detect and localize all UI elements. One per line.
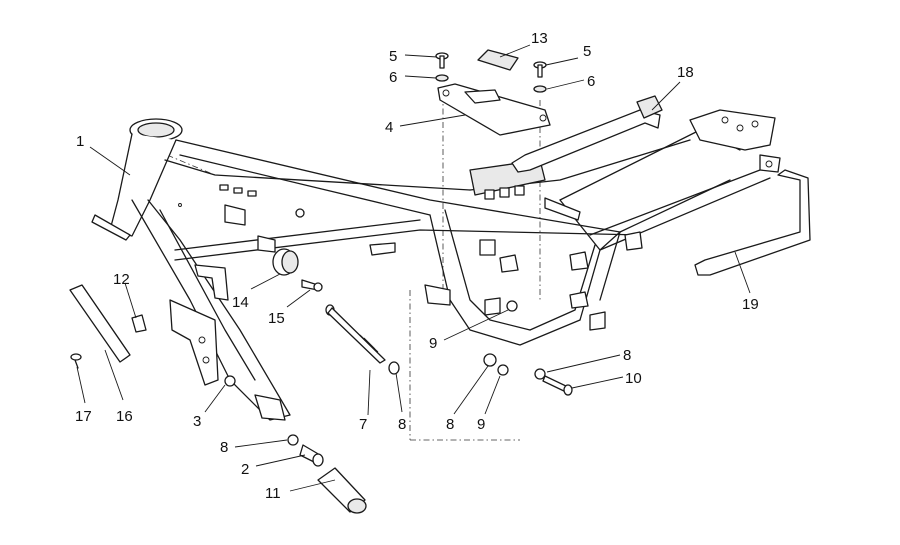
- part-4-cover-plate: [437, 83, 551, 136]
- callout-9a: 9: [429, 335, 437, 352]
- part-2-8-11-footpeg: [287, 434, 367, 514]
- callout-8c: 8: [446, 416, 454, 433]
- callout-5b: 5: [583, 43, 591, 60]
- part-12-16-17-side-guard: [69, 284, 147, 369]
- callout-4: 4: [385, 119, 393, 136]
- part-14-15-damper: [272, 248, 323, 292]
- callout-5a: 5: [389, 48, 397, 65]
- callout-6b: 6: [587, 73, 595, 90]
- callout-18: 18: [677, 64, 694, 81]
- callout-8a: 8: [220, 439, 228, 456]
- part-5-6-screws-washers: [435, 52, 547, 93]
- leader-lines: [76, 44, 751, 492]
- callout-8b: 8: [398, 416, 406, 433]
- callout-6a: 6: [389, 69, 397, 86]
- callout-1: 1: [76, 133, 84, 150]
- callout-14: 14: [232, 294, 249, 311]
- callout-9b: 9: [477, 416, 485, 433]
- part-18-rail: [511, 95, 663, 173]
- part-13-pad: [477, 49, 519, 71]
- callout-19: 19: [742, 296, 759, 313]
- callout-10: 10: [625, 370, 642, 387]
- callout-12: 12: [113, 271, 130, 288]
- callout-17: 17: [75, 408, 92, 425]
- callout-labels: 1 2 3 4 5 5 6 6 7 8 8 8 8 9 9 10 11 12 1…: [75, 30, 759, 502]
- lower-fasteners: [224, 300, 573, 396]
- main-frame: [91, 109, 781, 421]
- part-19-grab-handle: [694, 169, 811, 276]
- callout-3: 3: [193, 413, 201, 430]
- callout-8d: 8: [623, 347, 631, 364]
- assembly-guide-lines: [154, 95, 541, 441]
- callout-7: 7: [359, 416, 367, 433]
- callout-11: 11: [265, 485, 281, 502]
- callout-13: 13: [531, 30, 548, 47]
- callout-2: 2: [241, 461, 249, 478]
- callout-15: 15: [268, 310, 285, 327]
- callout-16: 16: [116, 408, 133, 425]
- part-7-long-bolt: [325, 304, 400, 375]
